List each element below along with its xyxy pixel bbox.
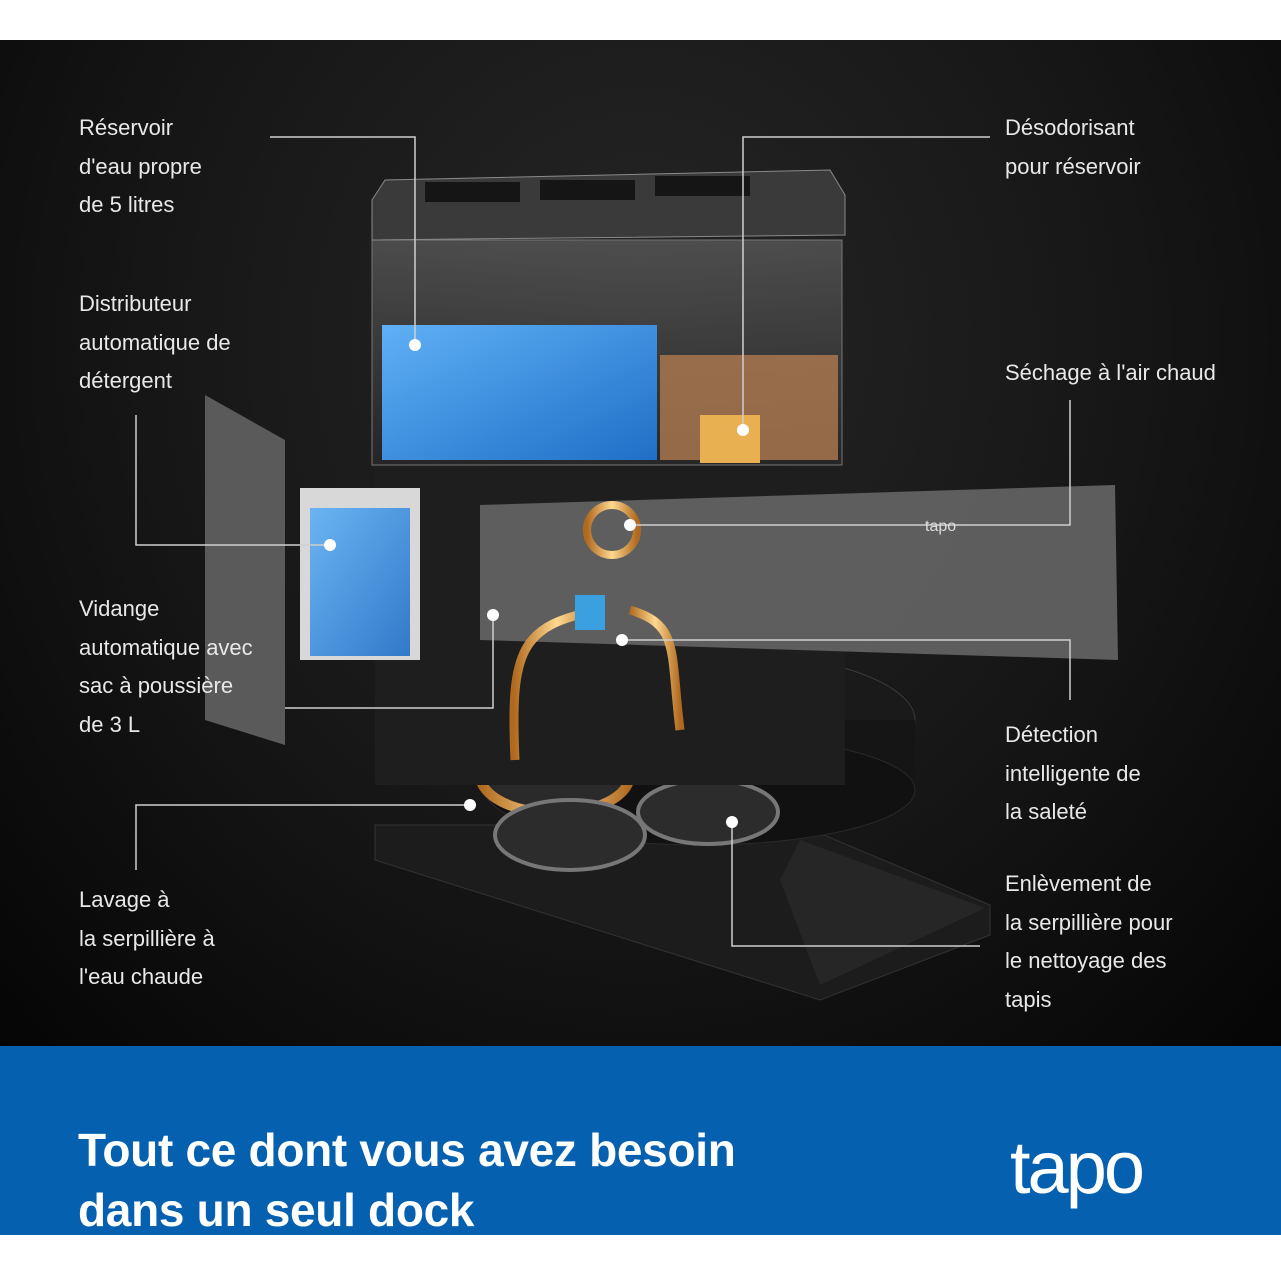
callout-lines	[135, 136, 1071, 947]
label-hot-water-mop: Lavage à la serpillière à l'eau chaude	[79, 887, 215, 989]
callout-dots	[324, 339, 749, 828]
label-dirt-detection: Détection intelligente de la saleté	[1005, 722, 1141, 824]
water-tanks	[371, 239, 843, 466]
label-detergent-dispenser: Distributeur automatique de détergent	[79, 291, 231, 393]
device-logo: tapo	[925, 518, 957, 535]
banner	[0, 1046, 1281, 1235]
label-mop-lifting: Enlèvement de la serpillière pour le net…	[1005, 871, 1173, 1012]
hot-water-pipes	[509, 501, 685, 761]
label-hot-air-drying: Séchage à l'air chaud	[1005, 360, 1216, 385]
base-tray	[374, 824, 991, 1001]
label-clean-water-tank: Réservoir d'eau propre de 5 litres	[79, 115, 202, 217]
tapo-logo: tapo	[1010, 1126, 1145, 1209]
dock-illustration-panel: tapo Réservoir d'eau propre de 5 litres …	[0, 40, 1281, 1046]
tank-lid	[371, 169, 846, 241]
dock-exploded-view	[135, 136, 1118, 1001]
label-auto-empty: Vidange automatique avec sac à poussière…	[79, 596, 253, 737]
banner-title: Tout ce dont vous avez besoin dans un se…	[78, 1124, 736, 1236]
label-deodorizer: Désodorisant pour réservoir	[1005, 115, 1141, 179]
